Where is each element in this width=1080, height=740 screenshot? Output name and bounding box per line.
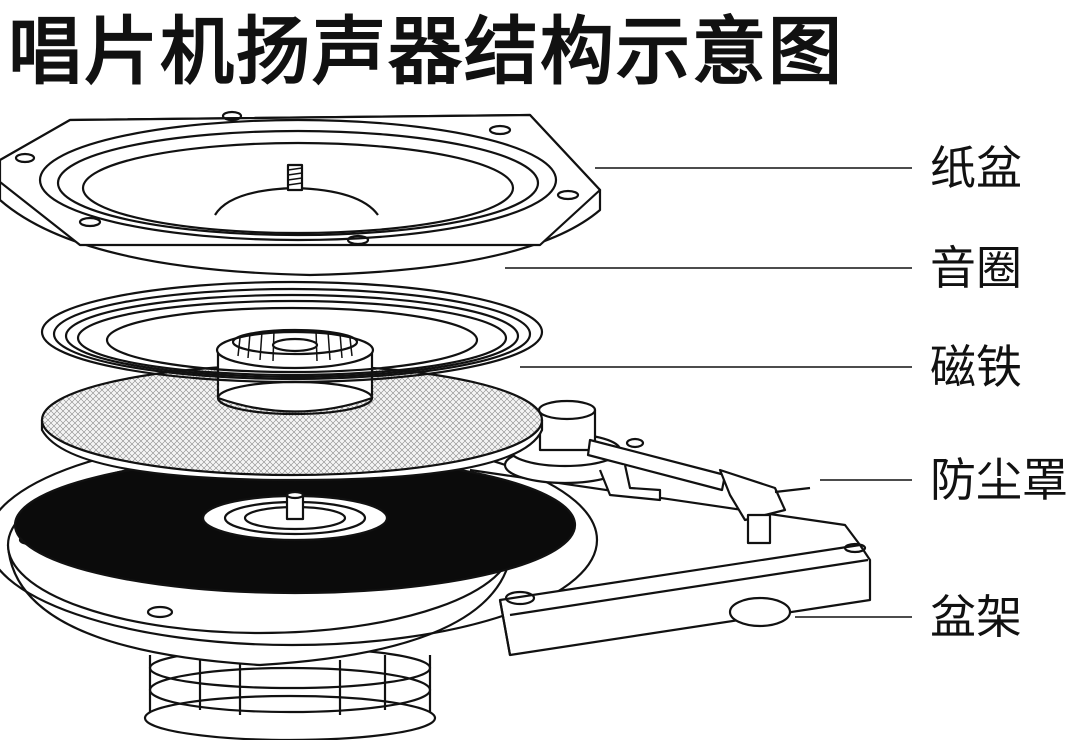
label-dust-cap: 防尘罩: [930, 453, 1068, 507]
label-frame: 盆架: [930, 590, 1022, 644]
mesh-disc: [40, 363, 544, 482]
vinyl-record: [13, 455, 577, 595]
tonearm: [503, 399, 811, 545]
speaker-cone: [0, 110, 602, 277]
voice-coil-rings: [40, 280, 544, 384]
label-magnet: 磁铁: [930, 340, 1022, 394]
diagram-title: 唱片机扬声器结构示意图: [8, 9, 844, 95]
label-cone: 纸盆: [930, 141, 1022, 195]
leader-lines: [505, 167, 912, 618]
label-voice-coil: 音圈: [930, 241, 1022, 295]
